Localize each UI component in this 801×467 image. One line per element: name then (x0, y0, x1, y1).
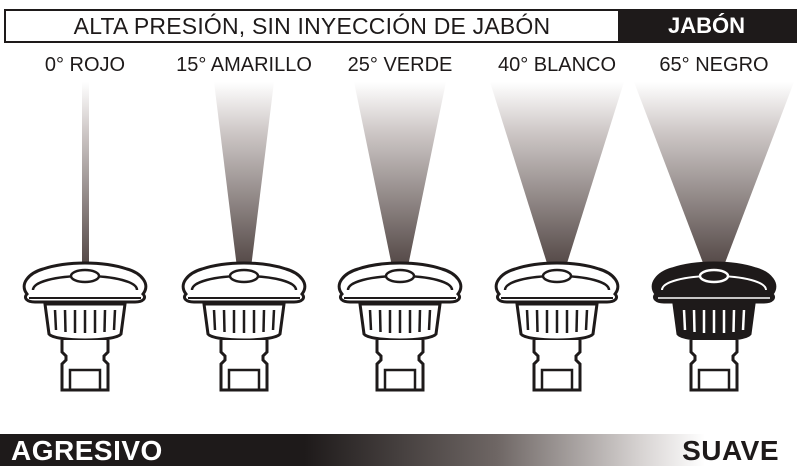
header-bar: ALTA PRESIÓN, SIN INYECCIÓN DE JABÓN JAB… (4, 9, 797, 43)
nozzle-25-degree (337, 82, 463, 392)
spray-jet-0 (82, 82, 89, 276)
nozzle-label-40: 40° BLANCO (497, 54, 617, 76)
intensity-scale-bar: AGRESIVO SUAVE (0, 434, 801, 466)
spray-jet-65 (634, 82, 794, 276)
spray-jet-40 (490, 82, 624, 276)
soap-heading: JABÓN (618, 11, 795, 41)
nozzle-label-25: 25° VERDE (347, 54, 453, 76)
nozzle-0-degree (22, 82, 148, 392)
gentle-label: SUAVE (682, 435, 779, 466)
nozzle-40-degree (490, 82, 624, 392)
aggressive-label: AGRESIVO (11, 435, 163, 466)
nozzle-15-degree (181, 82, 307, 392)
nozzle-label-65: 65° NEGRO (659, 54, 769, 76)
spray-jet-15 (214, 82, 274, 276)
high-pressure-heading: ALTA PRESIÓN, SIN INYECCIÓN DE JABÓN (73, 12, 551, 39)
nozzle-label-15: 15° AMARILLO (176, 54, 312, 76)
nozzle-65-degree (634, 82, 794, 392)
nozzle-label-0: 0° ROJO (44, 54, 126, 76)
spray-jet-25 (354, 82, 446, 276)
